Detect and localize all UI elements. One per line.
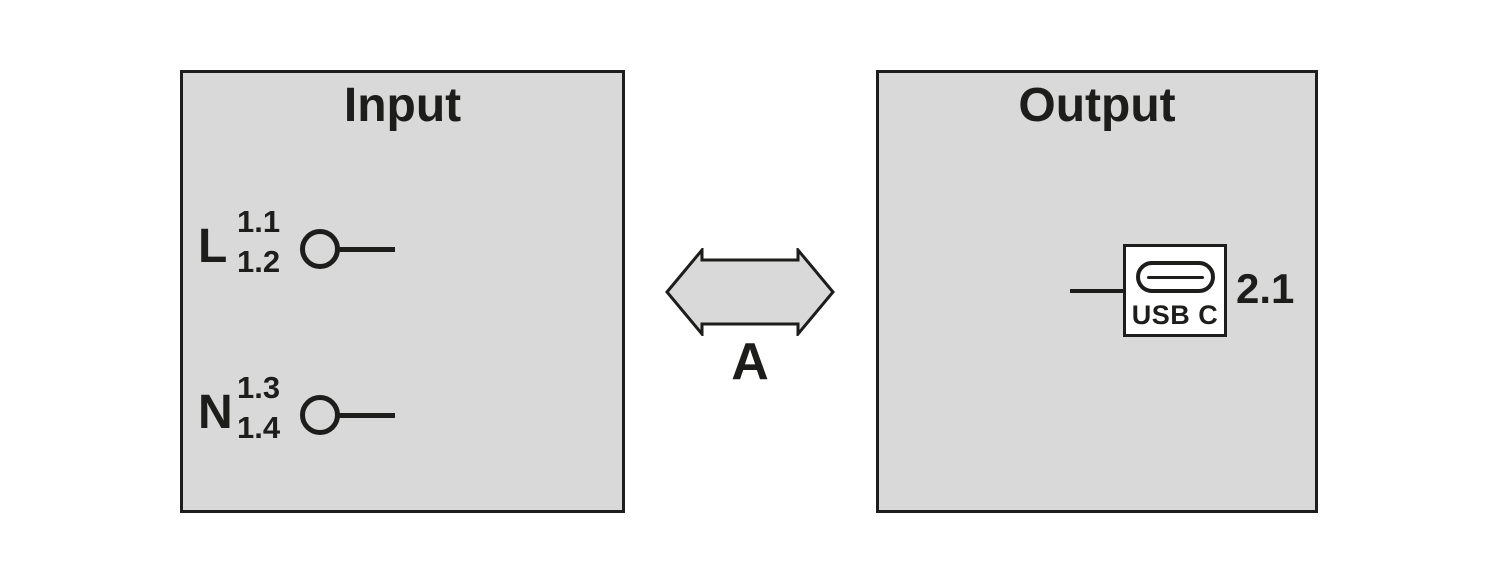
port-type-label: USB C xyxy=(1131,300,1219,330)
terminal-number-bottom: 1.2 xyxy=(237,244,281,279)
terminal-numbers-L: 1.1 1.2 xyxy=(237,202,285,282)
terminal-row-L: L 1.1 1.2 xyxy=(198,204,395,289)
port-wire xyxy=(1070,289,1125,293)
input-panel-title: Input xyxy=(343,79,462,132)
terminal-number-top: 1.1 xyxy=(237,204,281,239)
output-panel-title: Output xyxy=(1018,79,1176,132)
bidirectional-arrow-icon xyxy=(665,248,835,336)
terminal-number-bottom: 1.4 xyxy=(237,410,281,445)
terminal-row-N: N 1.3 1.4 xyxy=(198,370,395,455)
terminal-circle-icon xyxy=(300,229,340,269)
terminal-number-top: 1.3 xyxy=(237,370,281,405)
terminal-numbers-N: 1.3 1.4 xyxy=(237,368,285,448)
connection-label: A xyxy=(731,333,769,391)
connection-group: A xyxy=(665,248,835,388)
input-panel: Input L 1.1 1.2 N 1.3 1.4 xyxy=(180,70,625,513)
terminal-wire xyxy=(338,246,395,252)
usb-c-connector-glyph xyxy=(1135,261,1215,293)
terminal-wire xyxy=(338,412,395,418)
terminal-letter-N: N xyxy=(198,385,233,439)
output-panel: Output USB C 2.1 xyxy=(876,70,1318,513)
terminal-letter-L: L xyxy=(198,219,228,273)
usb-c-connector-pin-line xyxy=(1146,275,1204,279)
usb-c-port-icon: USB C xyxy=(1123,244,1227,337)
terminal-circle-icon xyxy=(300,395,340,435)
port-terminal-number: 2.1 xyxy=(1236,265,1295,312)
